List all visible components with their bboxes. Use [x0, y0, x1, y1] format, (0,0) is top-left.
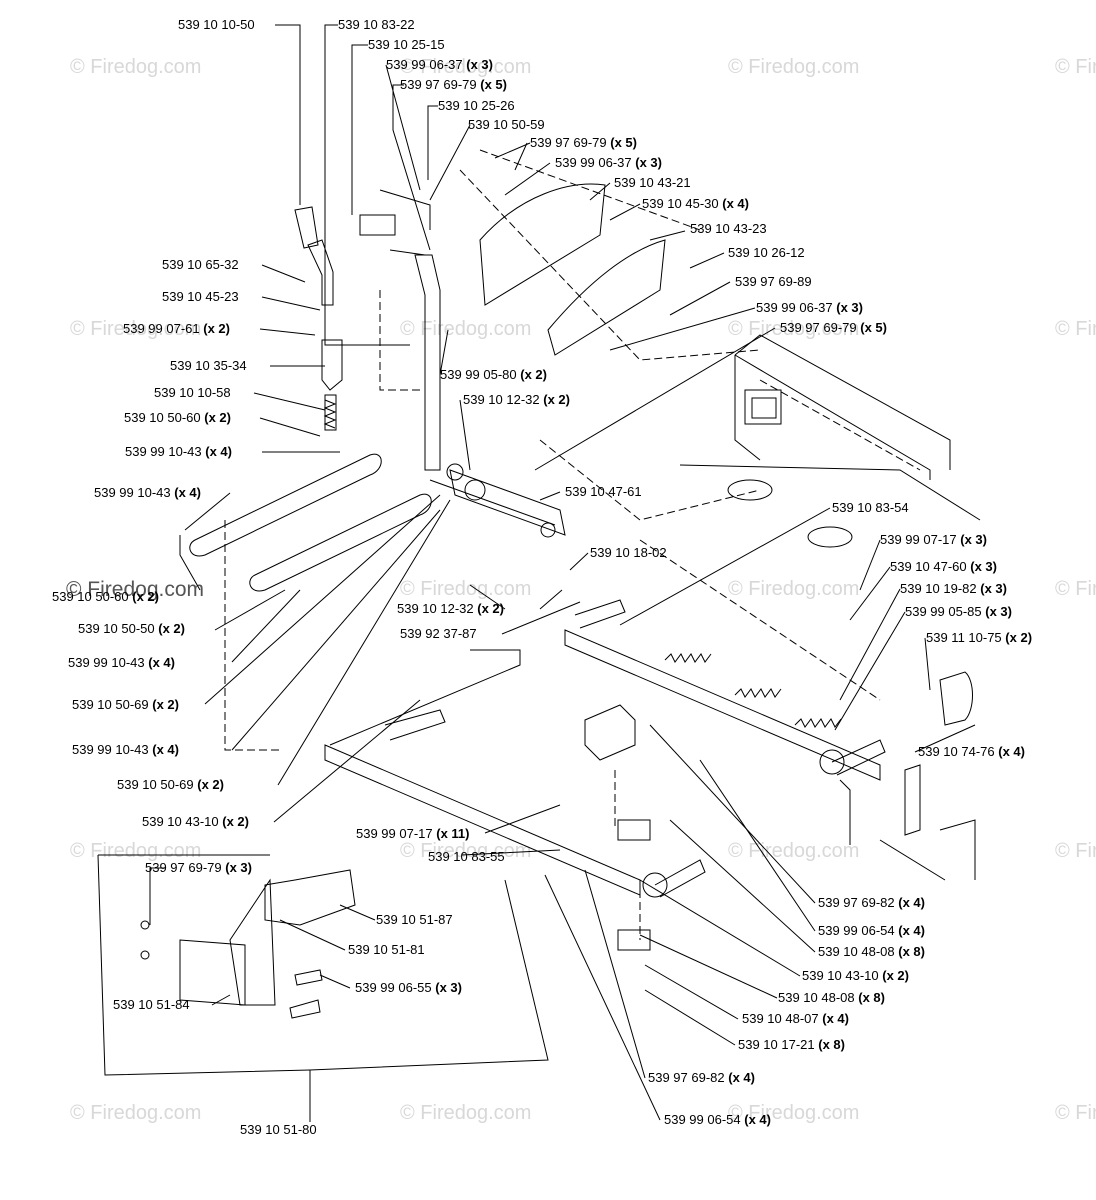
part-callout: 539 99 06-37 (x 3): [386, 57, 493, 72]
part-callout: 539 10 35-34: [170, 358, 247, 373]
part-callout: 539 10 48-07 (x 4): [742, 1011, 849, 1026]
part-callout: 539 10 83-54: [832, 500, 909, 515]
part-callout: 539 99 06-55 (x 3): [355, 980, 462, 995]
part-callout: 539 99 07-17 (x 3): [880, 532, 987, 547]
part-callout: 539 10 51-84: [113, 997, 190, 1012]
part-callout: 539 99 06-37 (x 3): [756, 300, 863, 315]
part-callout: 539 10 83-22: [338, 17, 415, 32]
watermark: © Firedog.com: [728, 56, 860, 78]
part-callout: 539 97 69-79 (x 5): [400, 77, 507, 92]
watermark: © Firedog.com: [1055, 840, 1096, 862]
watermark: © Firedog.com: [400, 56, 532, 78]
part-callout: 539 10 10-58: [154, 385, 231, 400]
springs: [323, 399, 842, 728]
part-callout: 539 10 17-21 (x 8): [738, 1037, 845, 1052]
part-callout: 539 10 45-30 (x 4): [642, 196, 749, 211]
part-callout: 539 10 43-10 (x 2): [802, 968, 909, 983]
part-callout: 539 10 19-82 (x 3): [900, 581, 1007, 596]
part-callout: 539 99 06-37 (x 3): [555, 155, 662, 170]
part-callout: 539 10 25-26: [438, 98, 515, 113]
watermark: © Firedog.com: [70, 1102, 202, 1124]
watermark: © Firedog.com: [1055, 1102, 1096, 1124]
part-callout: 539 97 69-89: [735, 274, 812, 289]
watermark: © Firedog.com: [728, 1102, 860, 1124]
watermark: © Firedog.com: [728, 318, 860, 340]
link-arms: [189, 453, 566, 592]
part-callout: 539 10 74-76 (x 4): [918, 744, 1025, 759]
part-callout: 539 99 10-43 (x 4): [68, 655, 175, 670]
part-callout: 539 10 50-59: [468, 117, 545, 132]
part-callout: 539 99 07-61 (x 2): [123, 321, 230, 336]
part-callout: 539 10 50-50 (x 2): [78, 621, 185, 636]
part-callout: 539 10 43-23: [690, 221, 767, 236]
watermark: © Firedog.com: [66, 578, 205, 601]
part-callout: 539 10 51-80: [240, 1122, 317, 1137]
part-callout: 539 10 45-23: [162, 289, 239, 304]
part-callout: 539 97 69-82 (x 4): [818, 895, 925, 910]
watermark: © Firedog.com: [400, 1102, 532, 1124]
part-callout: 539 10 51-87: [376, 912, 453, 927]
watermark: © Firedog.com: [400, 318, 532, 340]
part-callout: 539 10 50-69 (x 2): [72, 697, 179, 712]
part-callout: 539 99 06-54 (x 4): [818, 923, 925, 938]
part-callout: 539 10 50-60 (x 2): [124, 410, 231, 425]
part-callout: 539 99 10-43 (x 4): [94, 485, 201, 500]
watermark: © Firedog.com: [70, 56, 202, 78]
part-callout: 539 10 50-60 (x 2): [52, 589, 159, 604]
part-callout: 539 10 43-21: [614, 175, 691, 190]
frame: [679, 334, 981, 881]
part-callout: 539 97 69-79 (x 3): [145, 860, 252, 875]
part-callout: 539 99 06-54 (x 4): [664, 1112, 771, 1127]
part-callout: 539 10 50-69 (x 2): [117, 777, 224, 792]
part-callout: 539 10 10-50: [178, 17, 255, 32]
deck-bracket: [140, 869, 356, 1019]
watermark: © Firedog.com: [400, 578, 532, 600]
part-callout: 539 10 18-02: [590, 545, 667, 560]
part-callout: 539 11 10-75 (x 2): [926, 630, 1033, 645]
part-callout: 539 10 25-15: [368, 37, 445, 52]
assembly-guides: [224, 149, 921, 940]
part-callout: 539 99 10-43 (x 4): [72, 742, 179, 757]
watermark: © Firedog.com: [728, 840, 860, 862]
watermark: © Firedog.com: [1055, 578, 1096, 600]
part-callout: 539 10 26-12: [728, 245, 805, 260]
part-callout: 539 10 47-61: [565, 484, 642, 499]
part-callout: 539 92 37-87: [400, 626, 477, 641]
watermark: © Firedog.com: [1055, 318, 1096, 340]
part-callout: 539 10 48-08 (x 8): [778, 990, 885, 1005]
part-callout: 539 99 10-43 (x 4): [125, 444, 232, 459]
brackets: [479, 183, 973, 726]
watermark: © Firedog.com: [728, 578, 860, 600]
part-callout: 539 97 69-79 (x 5): [530, 135, 637, 150]
watermark: © Firedog.com: [400, 840, 532, 862]
watermark: © Firedog.com: [70, 840, 202, 862]
clevis-blocks: [584, 704, 921, 951]
part-callout: 539 99 07-17 (x 11): [356, 826, 470, 841]
part-callout: 539 10 12-32 (x 2): [463, 392, 570, 407]
part-callout: 539 10 47-60 (x 3): [890, 559, 997, 574]
part-callout: 539 99 05-85 (x 3): [905, 604, 1012, 619]
watermark: © Firedog.com: [1055, 56, 1096, 78]
part-callout: 539 10 48-08 (x 8): [818, 944, 925, 959]
lift-lever: [294, 189, 486, 501]
part-callout: 539 10 43-10 (x 2): [142, 814, 249, 829]
watermark: © Firedog.com: [70, 318, 202, 340]
part-callout: 539 10 83-55: [428, 849, 505, 864]
part-callout: 539 10 65-32: [162, 257, 239, 272]
part-callout: 539 10 51-81: [348, 942, 425, 957]
part-callout: 539 97 69-82 (x 4): [648, 1070, 755, 1085]
leader-lines: [97, 24, 976, 1122]
lift-shafts: [324, 599, 886, 898]
part-callout: 539 97 69-79 (x 5): [780, 320, 887, 335]
part-callout: 539 10 12-32 (x 2): [397, 601, 504, 616]
part-callout: 539 99 05-80 (x 2): [440, 367, 547, 382]
